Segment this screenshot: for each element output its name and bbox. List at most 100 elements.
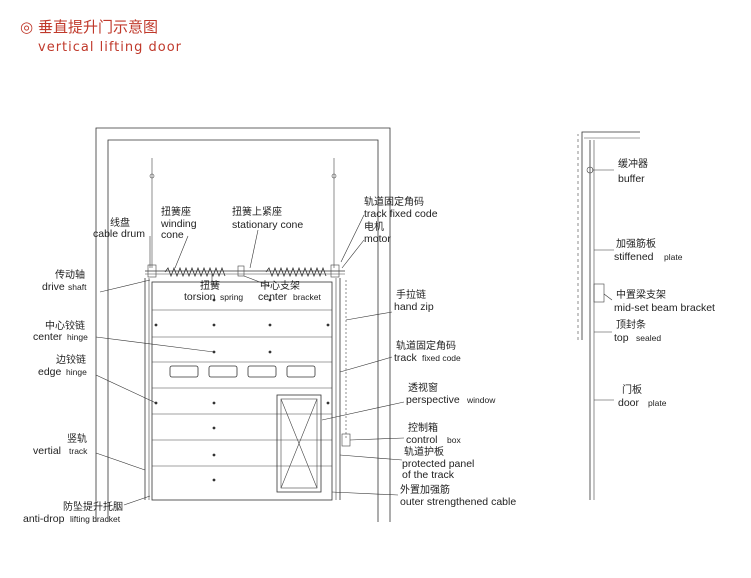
title-symbol: ◎ [20, 18, 33, 36]
label-mid-set-beam: 中置梁支架 mid-set beam bracket [614, 288, 715, 314]
svg-text:cone: cone [161, 229, 184, 241]
svg-text:protected panel: protected panel [402, 458, 474, 470]
label-control-box: 控制箱 control box [406, 421, 461, 446]
svg-text:手拉链: 手拉链 [396, 288, 426, 301]
svg-text:hinge: hinge [67, 332, 88, 342]
svg-text:winding: winding [160, 218, 197, 230]
door-panel-area [151, 281, 333, 501]
svg-text:door: door [618, 397, 640, 409]
svg-text:buffer: buffer [618, 173, 645, 185]
hinge-marks [154, 298, 330, 482]
svg-text:plate: plate [664, 252, 683, 262]
label-stationary-cone: 扭簧上紧座 stationary cone [232, 205, 303, 231]
svg-text:sealed: sealed [636, 333, 661, 343]
svg-text:motor: motor [364, 233, 391, 245]
svg-text:drive: drive [42, 281, 65, 293]
label-anti-drop: 防坠提升托胭 anti-drop lifting bracket [23, 500, 123, 525]
svg-text:box: box [447, 435, 461, 445]
svg-text:线盘: 线盘 [110, 216, 130, 229]
leader-lines [95, 169, 614, 506]
svg-text:outer strengthened cable: outer strengthened cable [400, 496, 516, 508]
wicket-door [276, 394, 322, 493]
svg-text:hinge: hinge [66, 367, 87, 377]
label-center-bracket: 中心支架 center bracket [258, 279, 322, 303]
title-cn: 垂直提升门示意图 [38, 18, 158, 36]
svg-text:edge: edge [38, 366, 62, 378]
svg-text:扭簧座: 扭簧座 [161, 205, 191, 218]
svg-text:边铰链: 边铰链 [56, 353, 86, 366]
svg-text:top: top [614, 332, 629, 344]
panel-joints [152, 309, 332, 467]
svg-text:中心支架: 中心支架 [260, 279, 300, 292]
svg-text:竖轨: 竖轨 [67, 432, 87, 445]
label-outer-cable: 外置加强筋 outer strengthened cable [400, 483, 516, 508]
control-box-shape [341, 433, 351, 447]
svg-text:vertial: vertial [33, 445, 61, 457]
svg-text:fixed code: fixed code [422, 353, 461, 363]
label-vertial-track: 竖轨 vertial track [33, 432, 88, 457]
label-edge-hinge: 边铰链 edge hinge [38, 353, 87, 378]
svg-text:window: window [466, 395, 496, 405]
svg-text:center: center [258, 291, 288, 303]
svg-text:track fixed code: track fixed code [364, 208, 438, 220]
svg-text:加强筋板: 加强筋板 [616, 237, 656, 250]
svg-text:mid-set beam bracket: mid-set beam bracket [614, 302, 715, 314]
side-wall-outline [581, 131, 640, 340]
label-track-fixed-code: 轨道固定角码 track fixed code [394, 339, 461, 364]
svg-text:透视窗: 透视窗 [408, 381, 438, 394]
front-view-drawing [95, 127, 391, 522]
svg-text:防坠提升托胭: 防坠提升托胭 [63, 500, 123, 513]
svg-text:lifting bracket: lifting bracket [70, 514, 121, 524]
svg-text:缓冲器: 缓冲器 [618, 157, 648, 170]
svg-text:track: track [394, 352, 418, 364]
svg-text:中置梁支架: 中置梁支架 [616, 288, 666, 301]
svg-text:电机: 电机 [364, 220, 384, 233]
perspective-windows [169, 365, 316, 378]
label-cable-drum: 线盘 cable drum [93, 216, 145, 240]
svg-text:传动轴: 传动轴 [55, 268, 85, 281]
label-hand-zip: 手拉链 hand zip [394, 288, 434, 313]
svg-text:门板: 门板 [622, 383, 642, 396]
svg-text:bracket: bracket [293, 292, 322, 302]
title-en: vertical lifting door [38, 40, 182, 55]
cable-drum-right [330, 264, 340, 278]
svg-text:control: control [406, 434, 438, 446]
svg-text:扭簧: 扭簧 [200, 279, 220, 292]
mid-set-beam-shape [593, 283, 605, 303]
svg-text:plate: plate [648, 398, 667, 408]
svg-text:track: track [69, 446, 88, 456]
label-stiffened-plate: 加强筋板 stiffened plate [614, 237, 683, 263]
svg-text:shaft: shaft [68, 282, 87, 292]
svg-text:cable drum: cable drum [93, 228, 145, 240]
svg-text:轨道护板: 轨道护板 [404, 445, 444, 458]
label-motor: 电机 motor [364, 220, 391, 245]
label-track-fixed-code-top: 轨道固定角码 track fixed code [364, 195, 438, 220]
label-top-sealed: 顶封条 top sealed [614, 318, 661, 344]
svg-text:torsion: torsion [184, 291, 216, 303]
svg-text:顶封条: 顶封条 [616, 318, 646, 331]
svg-text:hand zip: hand zip [394, 301, 434, 313]
label-center-hinge: 中心铰链 center hinge [33, 319, 88, 343]
svg-text:perspective: perspective [406, 394, 460, 406]
label-winding-cone: 扭簧座 winding cone [160, 205, 197, 241]
label-protected-panel: 轨道护板 protected panel of the track [402, 445, 474, 481]
svg-text:中心铰链: 中心铰链 [45, 319, 85, 332]
svg-text:扭簧上紧座: 扭簧上紧座 [232, 205, 282, 218]
wall-opening-inner [107, 139, 379, 522]
svg-text:stationary cone: stationary cone [232, 219, 303, 231]
label-buffer: 缓冲器 buffer [618, 157, 648, 185]
wall-opening-outer [95, 127, 391, 522]
svg-text:轨道固定角码: 轨道固定角码 [396, 339, 456, 352]
label-perspective-window: 透视窗 perspective window [406, 381, 496, 406]
cable-drum-left [147, 264, 157, 278]
svg-text:外置加强筋: 外置加强筋 [400, 483, 450, 496]
diagram-title: ◎ 垂直提升门示意图 vertical lifting door [20, 18, 182, 55]
svg-text:spring: spring [220, 292, 243, 302]
label-door-plate: 门板 door plate [618, 383, 667, 409]
svg-text:轨道固定角码: 轨道固定角码 [364, 195, 424, 208]
side-view-drawing [577, 131, 640, 500]
label-torsion-spring: 扭簧 torsion spring [184, 279, 243, 303]
svg-text:anti-drop: anti-drop [23, 513, 65, 525]
label-drive-shaft: 传动轴 drive shaft [42, 268, 87, 293]
